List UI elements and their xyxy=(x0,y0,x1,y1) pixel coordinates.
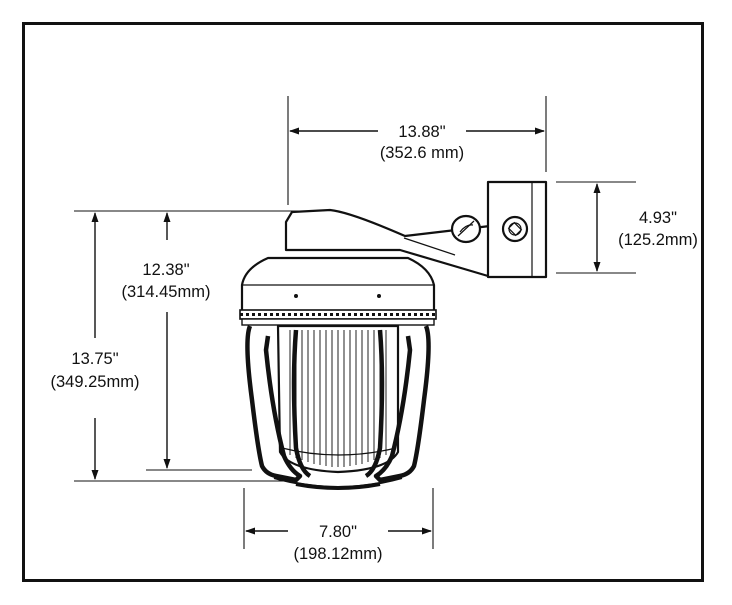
fixture-housing xyxy=(240,256,436,314)
wall-box xyxy=(486,180,548,279)
bracket-height-metric: (125.2mm) xyxy=(618,231,698,249)
drawing-frame xyxy=(22,22,704,582)
fixture-height-imperial: 12.38" xyxy=(142,261,189,279)
bolt-ring xyxy=(239,309,437,326)
arm-length-metric: (352.6 mm) xyxy=(380,144,464,162)
fixture-height-metric: (314.45mm) xyxy=(122,283,211,301)
dimension-lines xyxy=(91,127,601,535)
photocell xyxy=(450,214,482,244)
dimension-labels: 13.88" (352.6 mm) 4.93" (125.2mm) 12.38"… xyxy=(51,123,698,563)
overall-height-metric: (349.25mm) xyxy=(51,373,140,391)
arm-length-imperial: 13.88" xyxy=(398,123,445,141)
bracket-height-imperial: 4.93" xyxy=(639,209,677,227)
overall-height-imperial: 13.75" xyxy=(71,350,118,368)
light-fixture-illustration xyxy=(239,180,548,490)
extension-lines xyxy=(74,96,636,549)
guard-cage xyxy=(245,325,431,490)
width-imperial: 7.80" xyxy=(319,523,357,541)
width-metric: (198.12mm) xyxy=(294,545,383,563)
